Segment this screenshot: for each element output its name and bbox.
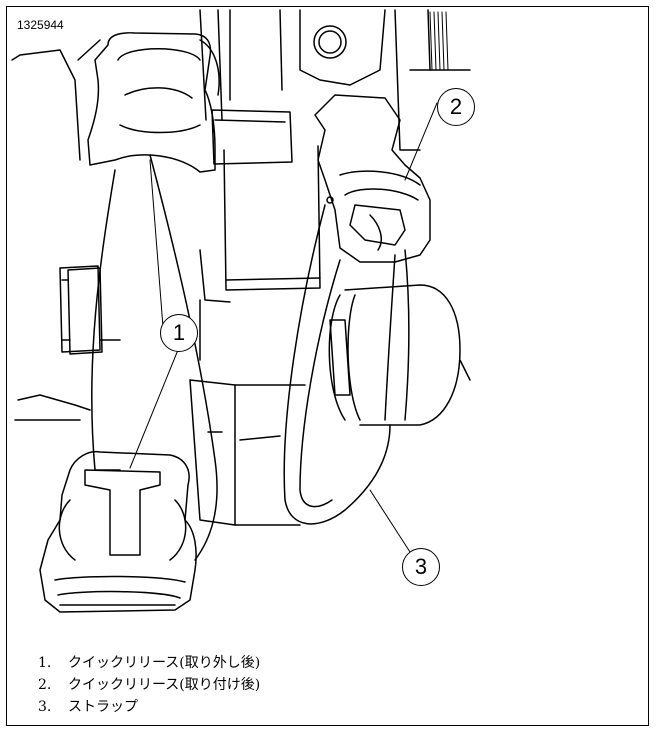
legend-text: ストラップ bbox=[68, 699, 138, 715]
legend-number: 2. bbox=[38, 677, 52, 693]
drum bbox=[189, 379, 306, 526]
legend-text: クイックリリース(取り外し後) bbox=[68, 655, 261, 671]
hatch-lines bbox=[429, 11, 449, 71]
upper-mount bbox=[299, 9, 386, 86]
figure-frame bbox=[6, 6, 649, 726]
legend: 1. クイックリリース(取り外し後) 2. クイックリリース(取り付け後) 3.… bbox=[20, 652, 620, 718]
callout-3: 3 bbox=[402, 548, 440, 586]
legend-item: 1. クイックリリース(取り外し後) bbox=[20, 652, 620, 674]
legend-text: クイックリリース(取り付け後) bbox=[68, 677, 261, 693]
strap-quick-release-illustration bbox=[11, 9, 471, 613]
legend-number: 1. bbox=[38, 655, 52, 671]
strap-roll bbox=[328, 284, 471, 426]
legend-item: 3. ストラップ bbox=[20, 696, 620, 718]
callout-2: 2 bbox=[437, 88, 475, 126]
quick-release-bottom-left bbox=[39, 450, 197, 613]
strap-loop-left bbox=[59, 154, 218, 561]
leader-lines bbox=[129, 102, 438, 553]
legend-number: 3. bbox=[38, 699, 52, 715]
figure-id: 1325944 bbox=[14, 18, 67, 32]
quick-release-top-left bbox=[87, 32, 220, 173]
legend-item: 2. クイックリリース(取り付け後) bbox=[20, 674, 620, 696]
callout-1: 1 bbox=[160, 314, 198, 352]
quick-release-top-right bbox=[314, 94, 431, 263]
strap-loop-right bbox=[283, 204, 410, 525]
background-frame-lines bbox=[11, 9, 471, 421]
